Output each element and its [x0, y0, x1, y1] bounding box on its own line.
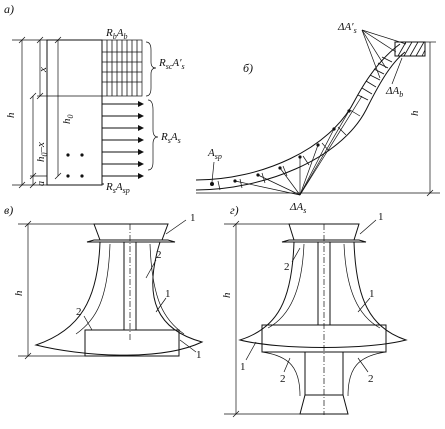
rebar-dot — [66, 153, 70, 157]
panel-a-label: а) — [4, 2, 14, 16]
force-Rs-As-label: RsAs — [160, 131, 181, 145]
label-dA-s: ΔAs — [289, 201, 306, 215]
compression-block-hatch — [397, 41, 426, 57]
dim-h0-label: h0 — [61, 115, 75, 125]
callout-2: 2 — [368, 373, 374, 385]
top-fan-lines — [361, 29, 407, 79]
curve-2 — [267, 243, 381, 329]
callout-1: 1 — [369, 288, 375, 300]
beam-upper-curve — [195, 43, 401, 181]
panel-a-dimensions — [12, 36, 62, 189]
force-Rb-Ab-label: RbAb — [105, 27, 127, 41]
rebar-dot — [80, 153, 84, 157]
compression-hatch — [357, 56, 393, 101]
panel-g: г) h 1 2 1 1 2 2 — [221, 203, 408, 418]
top-flange — [93, 223, 169, 241]
panel-g-dim-h-label: h — [221, 292, 233, 298]
beam-lower-curve — [195, 51, 406, 191]
label-dA-b: ΔAb — [385, 85, 403, 99]
bottom-flange — [84, 329, 180, 357]
rebar-dot — [80, 174, 84, 178]
force-Rs-Asp-label: RsAsp — [105, 181, 130, 195]
curve-1 — [238, 241, 408, 348]
panel-v-label: в) — [4, 203, 13, 217]
panel-a: а) RbAb RscA′s — [4, 2, 185, 195]
dim-a-label: a — [36, 181, 47, 186]
callout-1: 1 — [240, 361, 246, 373]
web — [123, 242, 137, 330]
callout-1: 1 — [196, 349, 202, 361]
curve-1 — [34, 241, 204, 356]
dim-h0-x-label: h0–x — [35, 142, 49, 162]
compression-zone-hatching — [101, 39, 143, 97]
dim-x-label: x — [37, 67, 49, 73]
panel-b-dim-h-label: h — [409, 110, 421, 116]
tension-brace — [147, 99, 159, 171]
callout-1: 1 — [190, 212, 196, 224]
callout-1: 1 — [165, 288, 171, 300]
panel-v-dim-h-label: h — [13, 290, 25, 296]
panel-b: б) — [195, 21, 440, 215]
callout-1: 1 — [378, 211, 384, 223]
web — [317, 242, 331, 325]
callout-2: 2 — [76, 306, 82, 318]
rebar-dot — [210, 182, 214, 186]
panel-g-label: г) — [230, 203, 239, 217]
rebar-dot — [66, 174, 70, 178]
label-dA-s-prime: ΔA′s — [337, 21, 357, 35]
force-Rsc-As-label: RscA′s — [158, 57, 185, 71]
callout-2: 2 — [280, 373, 286, 385]
section-outline — [46, 39, 103, 186]
callout-2: 2 — [156, 249, 162, 261]
dim-h-label: h — [5, 112, 17, 118]
fan-lines — [234, 95, 363, 196]
panel-v: в) h 1 2 1 2 1 — [4, 203, 204, 361]
tension-arrows — [102, 101, 144, 179]
panel-b-label: б) — [243, 61, 253, 75]
callout-2: 2 — [284, 261, 290, 273]
compression-brace — [145, 41, 157, 97]
bottom-web — [304, 352, 344, 396]
label-A-sp: Asp — [207, 147, 222, 161]
beam-segments — [217, 109, 361, 191]
curve-2 — [75, 243, 185, 335]
